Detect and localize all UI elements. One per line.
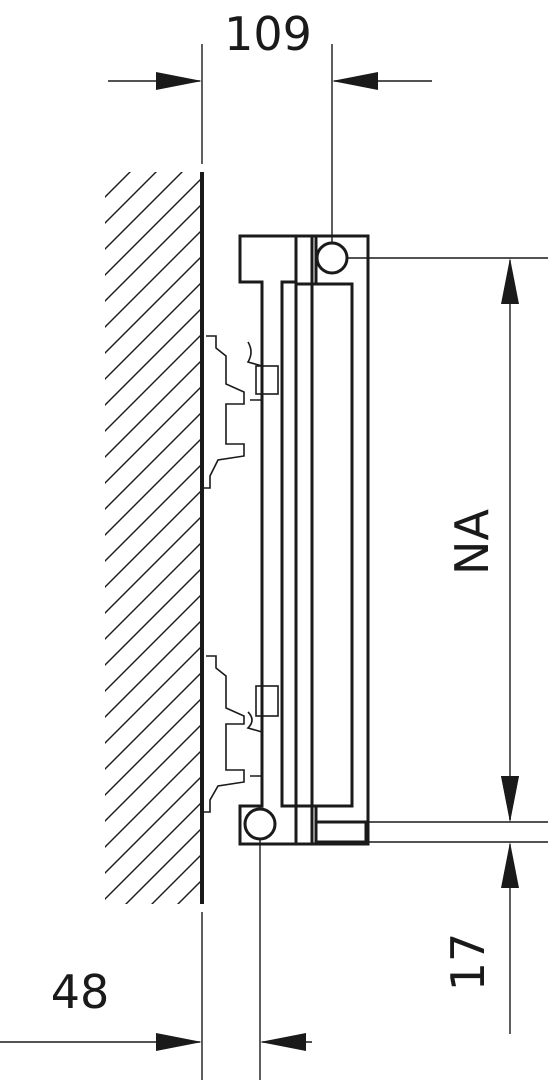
hatch-line — [105, 567, 202, 666]
hatch-line — [105, 775, 202, 874]
hatch-line — [105, 541, 202, 640]
hatch-line — [105, 697, 202, 796]
dimension-na — [501, 258, 519, 822]
wall-hatching — [100, 40, 210, 904]
dimension-label-109: 109 — [224, 7, 312, 61]
hatch-line — [105, 172, 183, 250]
hatch-line — [105, 593, 202, 692]
hatch-line — [105, 645, 202, 744]
wall-bracket-lower — [202, 655, 279, 813]
hatch-line — [105, 489, 202, 588]
hatch-line — [177, 879, 202, 904]
hatch-line — [105, 281, 202, 380]
wall-bracket-upper — [202, 335, 279, 489]
hatch-line — [105, 229, 202, 328]
hatch-line — [105, 801, 202, 900]
extension-lines — [201, 44, 548, 1080]
hatch-line — [100, 40, 210, 150]
hatch-line — [105, 333, 202, 432]
hatch-line — [105, 723, 202, 822]
hatch-line — [105, 619, 202, 718]
hatch-line — [105, 172, 131, 198]
hatch-line — [105, 177, 202, 276]
dimension-label-48: 48 — [51, 965, 110, 1019]
hatch-line — [105, 203, 202, 302]
hatch-line — [105, 463, 202, 562]
top-connection-circle — [315, 241, 349, 275]
hatch-line — [105, 255, 202, 354]
dimension-109 — [108, 72, 432, 90]
hatch-line — [125, 827, 202, 904]
hatch-line — [105, 385, 202, 484]
hatch-line — [105, 359, 202, 458]
hatch-line — [105, 172, 157, 224]
hatch-line — [151, 853, 202, 904]
bottom-connection-circle — [243, 807, 277, 841]
hatch-line — [105, 515, 202, 614]
hatch-line — [105, 307, 202, 406]
radiator-panel — [238, 234, 370, 846]
hatch-line — [105, 437, 202, 536]
hatch-line — [105, 411, 202, 510]
hatch-line — [105, 749, 202, 848]
dimension-label-17: 17 — [441, 933, 495, 992]
dimension-label-na: NA — [445, 509, 499, 575]
dimension-17 — [501, 776, 519, 1034]
hatch-line — [105, 671, 202, 770]
dimension-48 — [0, 1033, 312, 1051]
